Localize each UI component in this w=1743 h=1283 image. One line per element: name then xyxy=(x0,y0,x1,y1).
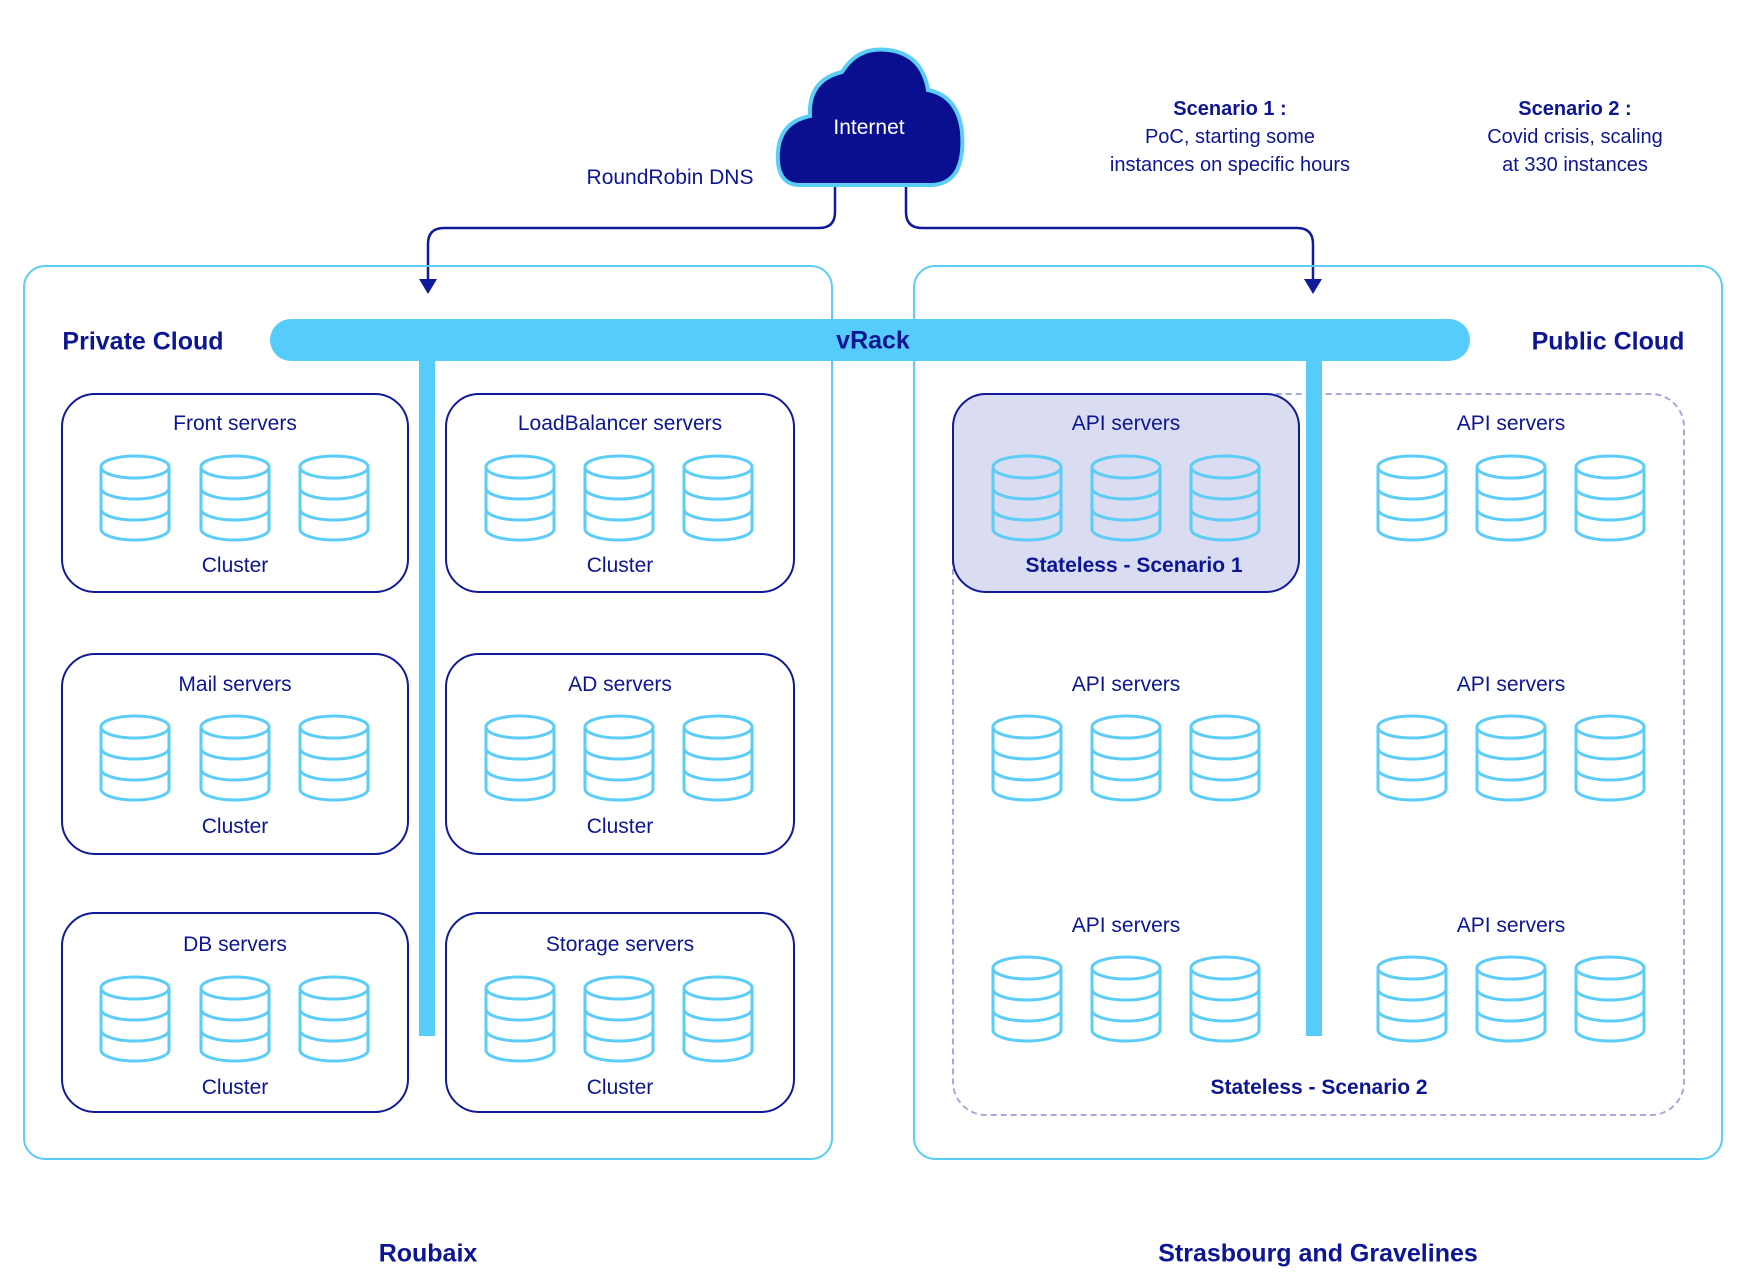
scenario-2-label: Stateless - Scenario 2 xyxy=(1210,1076,1428,1099)
database-server-icon xyxy=(199,454,271,542)
database-server-icon xyxy=(583,975,655,1063)
scenario-1-title: Scenario 1 : xyxy=(1173,98,1287,120)
database-server-icon xyxy=(298,454,370,542)
scenario-1-description: Scenario 1 : PoC, starting some instance… xyxy=(1110,95,1350,179)
internet-cloud-icon xyxy=(775,47,965,187)
cluster-mail-servers xyxy=(61,653,409,855)
database-server-icon xyxy=(1090,955,1162,1043)
api-group-heading: API servers xyxy=(1071,673,1181,696)
cluster-front-servers xyxy=(61,393,409,593)
database-server-icon xyxy=(484,714,556,802)
database-server-icon xyxy=(1376,955,1448,1043)
database-server-icon xyxy=(199,975,271,1063)
scenario-2-description: Scenario 2 : Covid crisis, scaling at 33… xyxy=(1487,95,1663,179)
database-server-icon xyxy=(1574,454,1646,542)
dns-label: RoundRobin DNS xyxy=(586,166,754,189)
api-group-heading: API servers xyxy=(1456,914,1566,937)
scenario-1-api-group xyxy=(952,393,1300,593)
cluster-db-servers xyxy=(61,912,409,1113)
cluster-storage-servers xyxy=(445,912,795,1113)
database-server-icon xyxy=(99,975,171,1063)
api-group-heading: API servers xyxy=(1071,412,1181,435)
database-server-icon xyxy=(1475,454,1547,542)
api-group-heading: API servers xyxy=(1456,412,1566,435)
arrow-down-icon xyxy=(1304,279,1322,294)
database-server-icon xyxy=(1189,955,1261,1043)
location-roubaix: Roubaix xyxy=(378,1239,478,1268)
cluster-heading: Mail servers xyxy=(178,673,292,696)
database-server-icon xyxy=(484,975,556,1063)
database-server-icon xyxy=(199,714,271,802)
database-server-icon xyxy=(1574,714,1646,802)
cluster-footer: Cluster xyxy=(586,554,654,577)
private-cloud-title: Private Cloud xyxy=(62,327,224,356)
cluster-heading: AD servers xyxy=(568,673,672,696)
database-server-icon xyxy=(1376,454,1448,542)
cluster-heading: DB servers xyxy=(183,933,287,956)
database-server-icon xyxy=(583,454,655,542)
scenario-2-title: Scenario 2 : xyxy=(1518,98,1632,120)
cluster-heading: LoadBalancer servers xyxy=(517,412,723,435)
cluster-footer: Cluster xyxy=(201,815,269,838)
private-cloud-region xyxy=(23,265,833,1160)
connector-to-private-cloud xyxy=(426,186,837,280)
cluster-footer: Cluster xyxy=(201,554,269,577)
scenario-1-label: Stateless - Scenario 1 xyxy=(1025,554,1243,577)
database-server-icon xyxy=(484,454,556,542)
database-server-icon xyxy=(1574,955,1646,1043)
cluster-loadbalancer-servers xyxy=(445,393,795,593)
database-server-icon xyxy=(1090,454,1162,542)
cluster-footer: Cluster xyxy=(586,1076,654,1099)
database-server-icon xyxy=(583,714,655,802)
internet-label: Internet xyxy=(833,116,905,139)
database-server-icon xyxy=(991,454,1063,542)
vrack-bar xyxy=(270,319,1470,361)
public-cloud-region xyxy=(913,265,1723,1160)
cluster-ad-servers xyxy=(445,653,795,855)
cluster-heading: Storage servers xyxy=(545,933,695,956)
database-server-icon xyxy=(298,975,370,1063)
database-server-icon xyxy=(99,714,171,802)
database-server-icon xyxy=(1475,714,1547,802)
cluster-footer: Cluster xyxy=(586,815,654,838)
database-server-icon xyxy=(99,454,171,542)
scenario-1-line: PoC, starting some xyxy=(1144,126,1316,148)
database-server-icon xyxy=(991,714,1063,802)
api-group-heading: API servers xyxy=(1456,673,1566,696)
database-server-icon xyxy=(991,955,1063,1043)
connector-to-public-cloud xyxy=(904,186,1315,280)
scenario-1-line: instances on specific hours xyxy=(1109,154,1351,176)
database-server-icon xyxy=(1189,454,1261,542)
vrack-vertical-private xyxy=(419,350,435,1036)
database-server-icon xyxy=(682,454,754,542)
vrack-vertical-public xyxy=(1306,350,1322,1036)
scenario-2-line: at 330 instances xyxy=(1502,154,1648,176)
database-server-icon xyxy=(1090,714,1162,802)
database-server-icon xyxy=(1189,714,1261,802)
database-server-icon xyxy=(1475,955,1547,1043)
arrow-down-icon xyxy=(419,279,437,294)
public-cloud-title: Public Cloud xyxy=(1531,327,1685,356)
vrack-label: vRack xyxy=(836,326,910,355)
database-server-icon xyxy=(1376,714,1448,802)
database-server-icon xyxy=(682,975,754,1063)
database-server-icon xyxy=(298,714,370,802)
database-server-icon xyxy=(682,714,754,802)
location-strasbourg-gravelines: Strasbourg and Gravelines xyxy=(1158,1239,1478,1268)
cluster-heading: Front servers xyxy=(173,412,297,435)
cluster-footer: Cluster xyxy=(201,1076,269,1099)
api-group-heading: API servers xyxy=(1071,914,1181,937)
scenario-2-line: Covid crisis, scaling xyxy=(1487,126,1663,148)
